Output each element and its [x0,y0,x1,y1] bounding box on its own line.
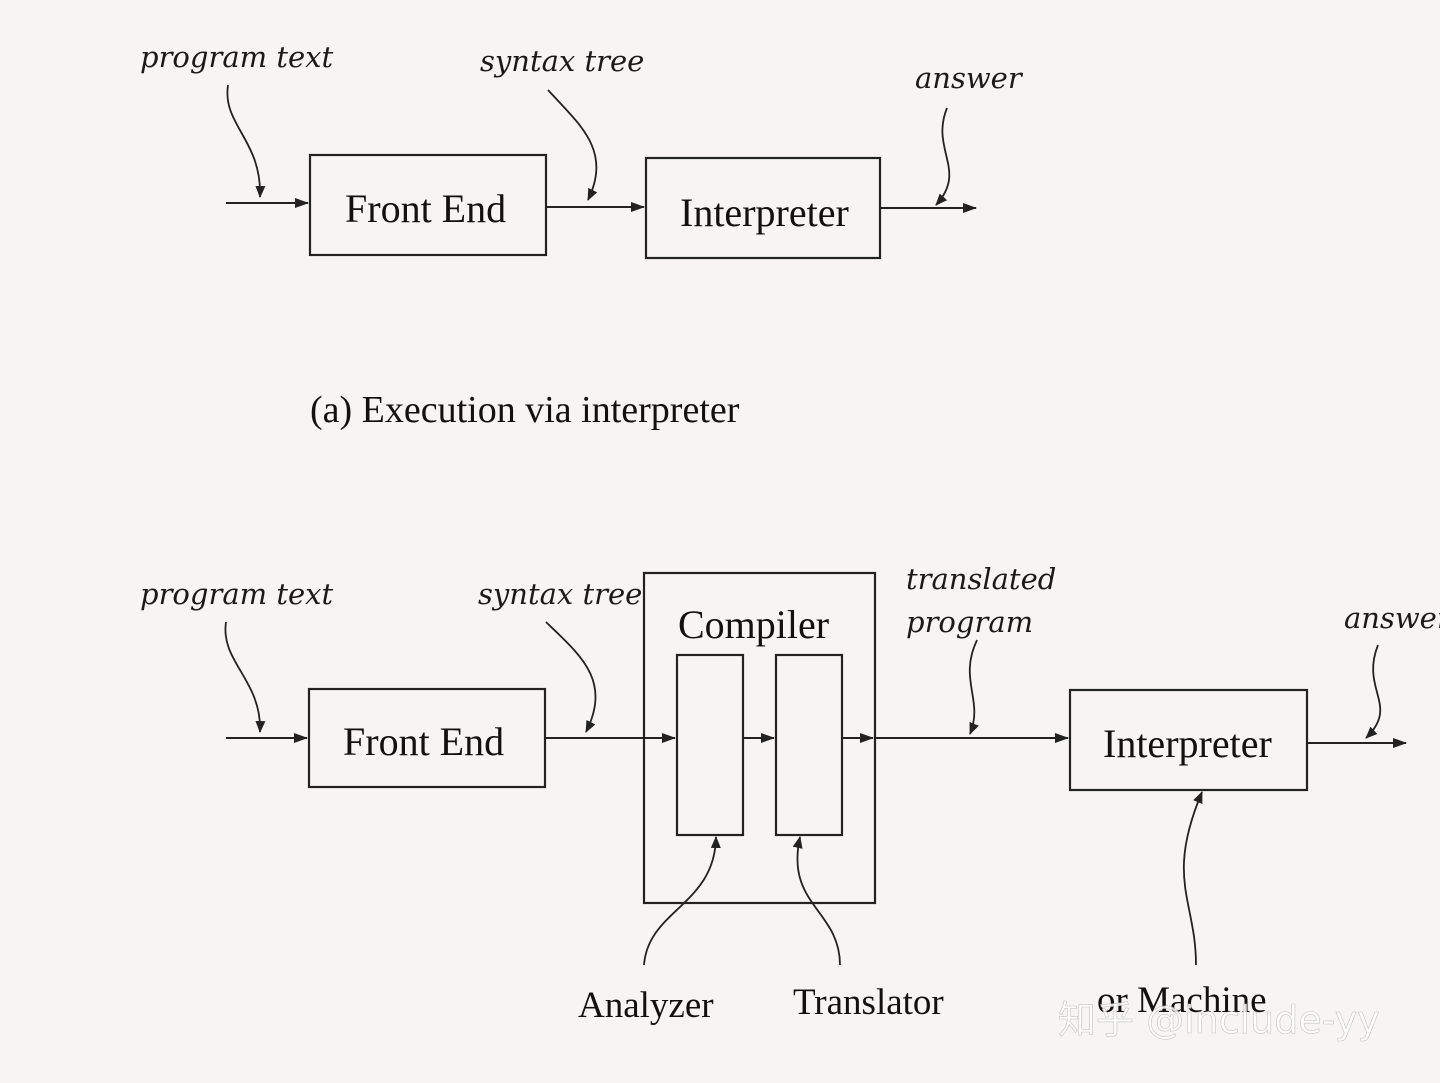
program-text-label-b: program text [140,577,333,611]
translator-label: Translator [793,982,944,1023]
diagram-a: program text syntax tree answer Front En… [140,40,1024,431]
answer-pointer-a [935,107,951,206]
interpreter-label-a: Interpreter [680,190,849,235]
interpreter-label-b: Interpreter [1103,721,1272,766]
syntax-tree-label-b: syntax tree [478,577,642,611]
analyzer-pointer [643,836,721,966]
front-end-box-a [308,153,548,257]
program-text-pointer-b [224,621,266,733]
program-text-pointer-a [226,84,266,198]
translator-pointer [792,836,841,966]
machine-label: or Machine [1097,980,1267,1021]
translated-program-pointer [968,639,979,735]
compiler-label: Compiler [678,602,829,647]
translator-box [774,653,844,837]
interpreter-box-b [1068,688,1309,792]
syntax-tree-pointer-b [545,621,597,733]
program-text-label-a: program text [140,40,333,74]
answer-label-a: answer [915,61,1024,95]
translated-label-b: translated [906,562,1056,596]
analyzer-box [675,653,745,837]
answer-pointer-b [1365,644,1382,739]
analyzer-label: Analyzer [578,985,714,1026]
front-end-label-a: Front End [345,186,506,231]
answer-label-b: answer [1344,601,1440,635]
syntax-tree-pointer-a [547,89,598,201]
program-label-b: program [906,605,1033,639]
syntax-tree-label-a: syntax tree [480,44,644,78]
watermark: 知乎 @include-yy [1058,998,1380,1042]
caption-a: (a) Execution via interpreter [310,389,740,431]
diagram-b: program text syntax tree translated prog… [140,562,1440,1026]
front-end-label-b: Front End [343,719,504,764]
machine-pointer [1183,791,1203,966]
